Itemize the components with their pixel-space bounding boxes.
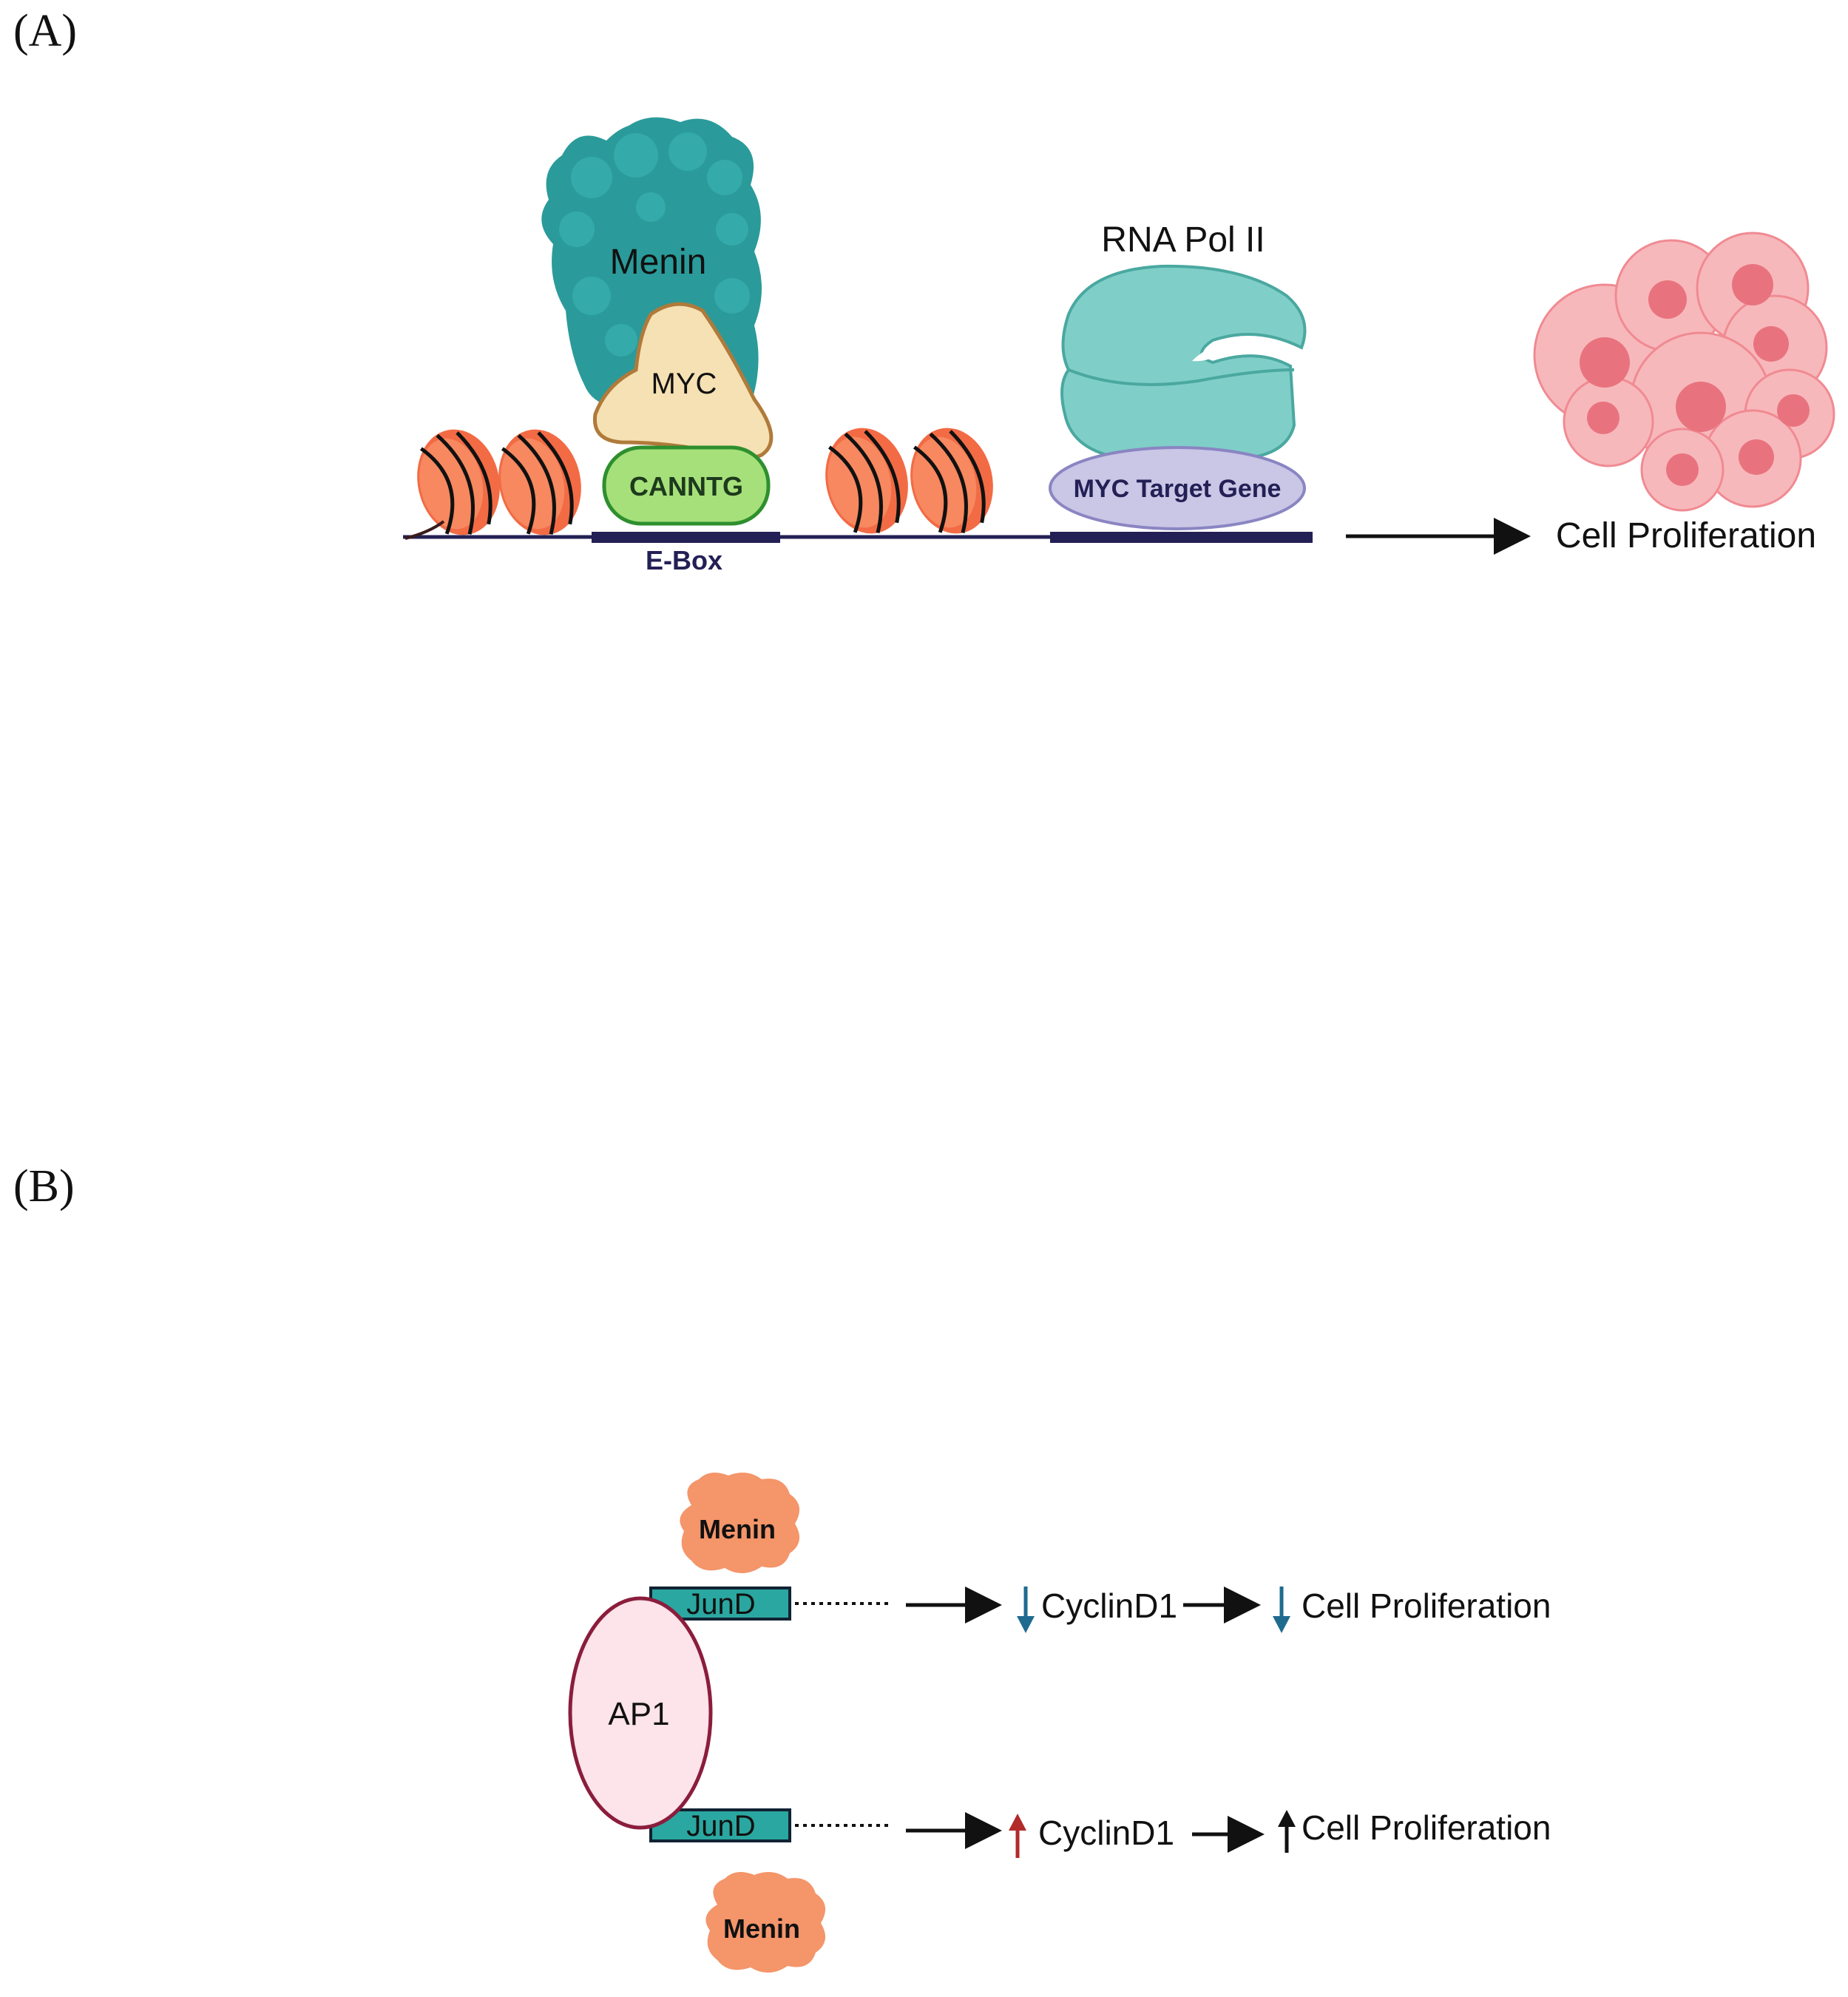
cell-cluster-icon (1533, 232, 1835, 512)
ap1-label: AP1 (608, 1696, 669, 1732)
down-arrow-icon (1273, 1587, 1290, 1633)
nucleosome-pair-left (405, 429, 581, 540)
rna-pol-label: RNA Pol II (1101, 220, 1265, 260)
cell-proliferation-label-top: Cell Proliferation (1302, 1587, 1551, 1625)
menin-label-b-bottom: Menin (723, 1913, 800, 1944)
myc-protein: MYC (592, 302, 774, 460)
dna-strand (403, 532, 1313, 543)
nucleosome-pair-right (825, 428, 993, 534)
cell-proliferation-label-bottom: Cell Proliferation (1302, 1808, 1551, 1847)
canntg-label: CANNTG (629, 471, 743, 501)
up-arrow-icon (1009, 1814, 1026, 1858)
panel-a-label: (A) (13, 6, 77, 56)
panel-b-label: (B) (13, 1161, 75, 1212)
jund-label-top: JunD (686, 1588, 755, 1621)
ap1-oval: AP1 (568, 1596, 713, 1830)
pathway-row-top: CyclinD1 Cell Proliferation (795, 1587, 1551, 1633)
down-arrow-icon (1017, 1587, 1035, 1633)
up-arrow-icon (1278, 1810, 1296, 1853)
cyclin-label-top: CyclinD1 (1041, 1587, 1177, 1625)
myc-target-gene-box: MYC Target Gene (1049, 446, 1306, 530)
jund-box-top: JunD (649, 1587, 791, 1621)
panel-a: (A) (13, 6, 1835, 575)
canntg-box: CANNTG (602, 445, 771, 526)
myc-label: MYC (651, 368, 717, 400)
panel-b: (B) Menin Menin JunD JunD AP1 (13, 1161, 1551, 1973)
menin-protein-a: Menin (541, 117, 762, 415)
cell-proliferation-label-a: Cell Proliferation (1556, 516, 1816, 555)
cyclin-label-bottom: CyclinD1 (1038, 1814, 1174, 1852)
menin-label-a: Menin (610, 243, 707, 282)
menin-protein-b-top: Menin (680, 1473, 800, 1574)
menin-label-b-top: Menin (699, 1514, 776, 1544)
ebox-label: E-Box (646, 545, 722, 575)
menin-protein-b-bottom: Menin (705, 1872, 826, 1973)
jund-label-bottom: JunD (686, 1810, 755, 1842)
jund-box-bottom: JunD (649, 1808, 791, 1842)
rna-pol-ii: RNA Pol II (1060, 220, 1307, 460)
target-gene-label: MYC Target Gene (1074, 475, 1282, 503)
pathway-row-bottom: CyclinD1 Cell Proliferation (795, 1808, 1551, 1858)
